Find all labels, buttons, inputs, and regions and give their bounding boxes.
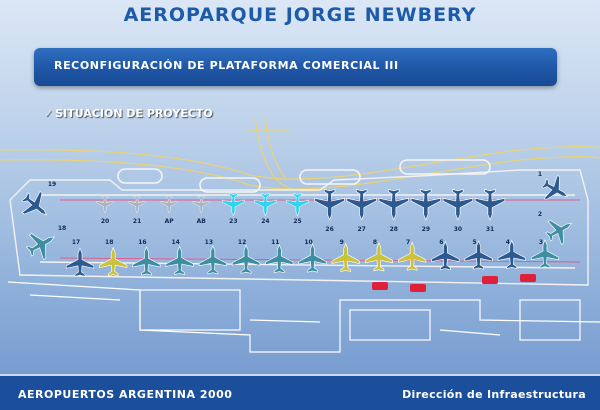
stand-label-left-1: 18 (58, 225, 66, 232)
aircraft-upper-7 (314, 189, 345, 221)
check-icon: ✓ (44, 107, 54, 120)
aircraft-lower-2 (132, 246, 161, 276)
aircraft-lower-4 (198, 245, 227, 275)
stand-label-right-0: 1 (538, 171, 542, 178)
aircraft-lower-0 (65, 247, 95, 277)
banner-title: RECONFIGURACIÓN DE PLATAFORMA COMERCIAL … (54, 59, 399, 72)
aircraft-upper-3 (192, 196, 210, 214)
stand-label-upper-2: AP (165, 218, 175, 225)
stand-label-upper-12: 31 (486, 226, 494, 233)
aircraft-right-0 (541, 175, 569, 200)
aircraft-lower-9 (364, 242, 393, 272)
landside-buildings (7, 281, 600, 353)
stand-label-lower-3: 14 (171, 239, 179, 246)
footer-company: AEROPUERTOS ARGENTINA 2000 (18, 388, 233, 401)
aircraft-lower-14 (530, 239, 560, 269)
footer-department: Dirección de Infraestructura (402, 388, 586, 401)
stand-label-lower-5: 12 (238, 239, 246, 246)
service-vehicles (372, 274, 536, 292)
aircraft-upper-1 (128, 196, 146, 214)
aircraft-lower-5 (232, 244, 261, 274)
aircraft-upper-6 (286, 193, 309, 217)
aircraft-left-0 (21, 190, 48, 216)
stand-label-upper-6: 25 (293, 218, 301, 225)
stand-label-upper-0: 20 (101, 218, 109, 225)
aircraft-upper-4 (222, 193, 245, 217)
stand-label-upper-4: 23 (229, 218, 237, 225)
aircraft-lower-13 (497, 239, 526, 269)
stand-label-upper-9: 28 (390, 226, 398, 233)
stand-label-lower-4: 13 (205, 239, 213, 246)
aircraft-right-1 (545, 220, 573, 245)
stand-label-lower-13: 4 (506, 239, 510, 246)
stand-label-lower-10: 7 (406, 239, 410, 246)
stand-label-upper-10: 29 (422, 226, 430, 233)
stand-label-lower-14: 3 (539, 239, 543, 246)
aircraft-lower-11 (431, 240, 460, 271)
stand-label-lower-11: 6 (439, 239, 443, 246)
stand-label-upper-1: 21 (133, 218, 141, 225)
footer-bar: AEROPUERTOS ARGENTINA 2000 Dirección de … (0, 374, 600, 410)
aircraft-upper-9 (378, 189, 409, 221)
aircraft-lower-6 (265, 243, 294, 274)
aircraft-lower-1 (99, 246, 128, 277)
section-banner: RECONFIGURACIÓN DE PLATAFORMA COMERCIAL … (34, 48, 557, 86)
aircraft-upper-11 (442, 189, 474, 221)
aircraft-upper-12 (474, 189, 506, 221)
stand-label-lower-0: 17 (72, 239, 80, 246)
page-title: AEROPARQUE JORGE NEWBERY (123, 4, 477, 26)
aircraft-upper-2 (160, 196, 178, 214)
stand-label-lower-9: 8 (373, 239, 377, 246)
taxiway-lines (0, 117, 600, 192)
stand-label-upper-7: 26 (325, 226, 333, 233)
aircraft-lower-7 (298, 243, 327, 273)
holding-pads (117, 159, 491, 193)
stand-label-lower-7: 10 (304, 239, 312, 246)
stand-label-right-1: 2 (538, 211, 542, 218)
aircraft-upper-8 (346, 189, 377, 221)
aircraft-left-1 (25, 233, 56, 261)
project-situation-text: SITUACION DE PROYECTO (55, 107, 213, 120)
aircraft-lower-8 (331, 242, 360, 272)
apron-outline (9, 169, 589, 286)
aircraft-layer (21, 175, 573, 277)
stand-label-lower-8: 9 (340, 239, 344, 246)
aircraft-lower-3 (165, 245, 194, 275)
stand-label-lower-1: 18 (105, 239, 113, 246)
project-situation-label: ✓SITUACION DE PROYECTO (44, 107, 213, 120)
stand-label-lower-2: 16 (138, 239, 146, 246)
stand-label-lower-12: 5 (472, 239, 476, 246)
stand-label-upper-11: 30 (454, 226, 462, 233)
stand-label-upper-3: AB (197, 218, 207, 225)
aircraft-upper-0 (96, 196, 114, 214)
aircraft-lower-10 (398, 241, 427, 271)
aircraft-lower-12 (464, 240, 493, 270)
stand-label-upper-8: 27 (357, 226, 365, 233)
aircraft-upper-10 (410, 189, 442, 221)
stand-label-upper-5: 24 (261, 218, 269, 225)
aircraft-upper-5 (254, 193, 277, 217)
stand-label-left-0: 19 (48, 181, 56, 188)
stand-label-lower-6: 11 (271, 239, 279, 246)
